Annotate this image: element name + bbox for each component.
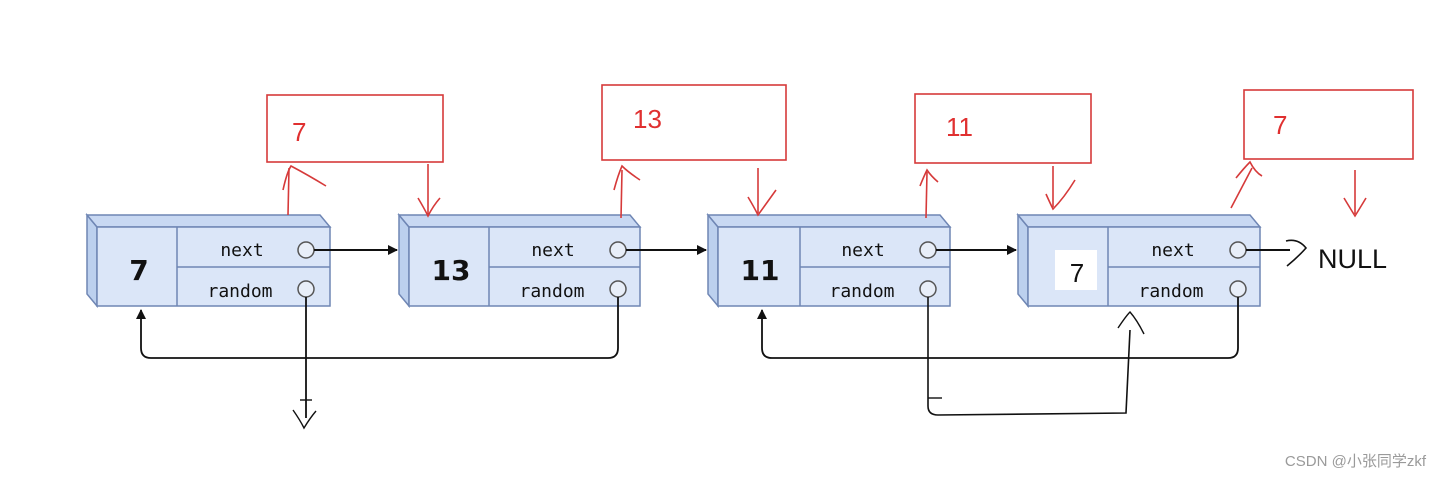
node-2-random-label: random bbox=[519, 281, 584, 302]
node-2-next-port bbox=[609, 241, 627, 259]
node-1-random-label: random bbox=[207, 281, 272, 302]
list-node-2: 13 next random bbox=[397, 212, 642, 309]
list-node-4: 7 next random bbox=[1016, 212, 1262, 309]
next-arrows bbox=[314, 239, 1308, 267]
node-3-random-port bbox=[919, 280, 937, 298]
copy-node-3: 11 bbox=[914, 93, 1092, 164]
node-1-next-port bbox=[297, 241, 315, 259]
node-2-next-label: next bbox=[531, 240, 574, 261]
node-1-value: 7 bbox=[129, 254, 148, 287]
random-arrow-4-to-3 bbox=[757, 297, 1239, 359]
node-3-random-label: random bbox=[829, 281, 894, 302]
node-4-random-port bbox=[1229, 280, 1247, 298]
list-node-3: 11 next random bbox=[706, 212, 952, 309]
copy-node-2: 13 bbox=[601, 84, 787, 161]
node-1-next-label: next bbox=[220, 240, 263, 261]
node-3-next-label: next bbox=[841, 240, 884, 261]
node-4-next-label: next bbox=[1151, 240, 1194, 261]
node-2-value: 13 bbox=[432, 254, 471, 287]
copy-link-arrows bbox=[282, 160, 1367, 219]
node-3-next-port bbox=[919, 241, 937, 259]
node-3-value: 11 bbox=[741, 254, 780, 287]
random-hand-3-to-4 bbox=[927, 297, 1131, 416]
copy-3-value: 11 bbox=[946, 112, 973, 142]
null-hand-arrow bbox=[1285, 239, 1308, 267]
node-1-random-port bbox=[297, 280, 315, 298]
node-4-random-label: random bbox=[1138, 281, 1203, 302]
node-4-value: 7 bbox=[1070, 258, 1084, 288]
watermark: CSDN @小张同学zkf bbox=[1284, 453, 1426, 470]
node-4-next-port bbox=[1229, 241, 1247, 259]
copy-node-4: 7 bbox=[1243, 89, 1414, 160]
copy-4-value: 7 bbox=[1273, 110, 1287, 140]
random-arrow-2-to-1 bbox=[136, 297, 619, 359]
copy-node-1: 7 bbox=[266, 94, 444, 163]
list-node-1: 7 next random bbox=[85, 212, 332, 309]
node-2-random-port bbox=[609, 280, 627, 298]
null-label: NULL bbox=[1318, 244, 1387, 274]
random-arrows bbox=[136, 297, 1239, 430]
copy-2-value: 13 bbox=[633, 104, 662, 134]
copy-1-value: 7 bbox=[292, 117, 306, 147]
